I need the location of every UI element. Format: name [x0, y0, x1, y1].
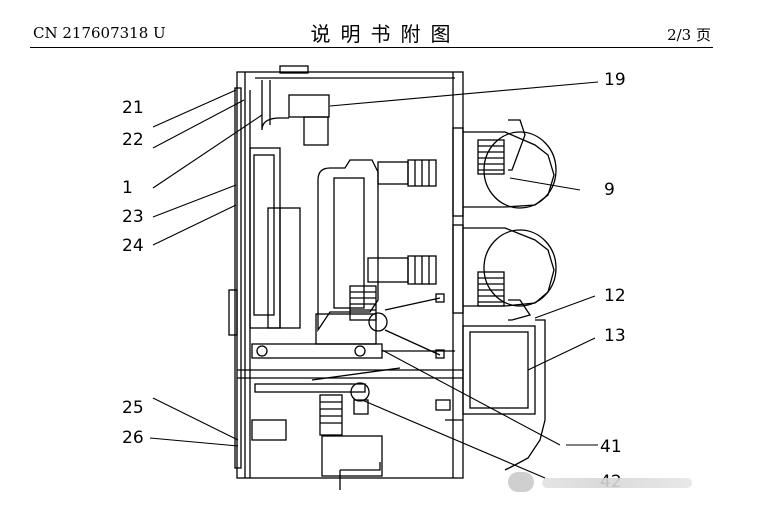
lower-bushing: [452, 224, 557, 321]
label-21: 21: [122, 98, 144, 118]
breaker-chamber: [317, 159, 437, 333]
leader-lines: [149, 81, 599, 479]
label-22: 22: [122, 130, 144, 150]
label-25: 25: [122, 398, 144, 418]
page-header: CN 217607318 U 说明书附图 2/3 页: [0, 0, 771, 52]
label-26: 26: [122, 428, 144, 448]
watermark-text-blur: [542, 478, 692, 488]
operating-mechanism: [251, 293, 463, 490]
watermark: [508, 470, 708, 498]
label-12: 12: [604, 286, 626, 306]
header-rule: [30, 47, 713, 48]
label-9: 9: [604, 180, 615, 200]
label-1: 1: [122, 178, 133, 198]
label-41: 41: [600, 437, 622, 457]
side-cable-box: [462, 319, 546, 471]
label-13: 13: [604, 326, 626, 346]
label-24: 24: [122, 236, 144, 256]
chat-bubble-icon: [508, 472, 534, 492]
left-panel: [228, 147, 301, 336]
upper-bushing: [452, 119, 557, 217]
patent-number: CN 217607318 U: [33, 24, 166, 42]
top-duct: [261, 80, 330, 146]
label-19: 19: [604, 70, 626, 90]
page-title: 说明书附图: [310, 22, 461, 46]
page-number: 2/3 页: [667, 26, 711, 44]
label-23: 23: [122, 207, 144, 227]
